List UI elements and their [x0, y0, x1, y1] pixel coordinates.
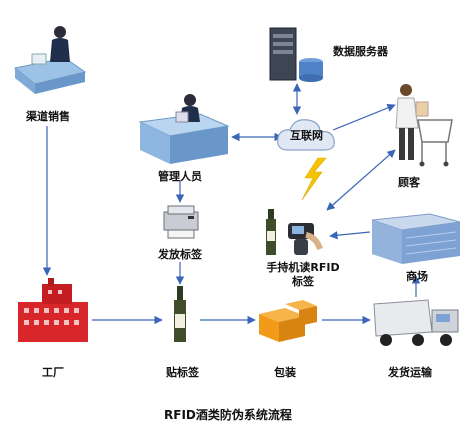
label-channel-sales: 渠道销售 — [26, 110, 70, 123]
label-internet: 互联网 — [290, 129, 323, 142]
label-customer: 顾客 — [398, 176, 420, 189]
label-handheld-line2: 标签 — [292, 275, 314, 288]
label-data-server: 数据服务器 — [333, 45, 388, 58]
sales-desk-icon — [13, 26, 87, 94]
arrow-handheld-customer — [326, 149, 396, 211]
label-factory: 工厂 — [42, 366, 64, 379]
bottle-icon — [174, 286, 186, 342]
label-handheld-line1: 手持机读RFID — [266, 261, 340, 274]
cloud-icon — [277, 119, 335, 151]
arrow-internet-customer — [332, 103, 396, 131]
label-store: 商场 — [406, 270, 428, 283]
store-building-icon — [371, 213, 461, 264]
label-issue-label: 发放标签 — [158, 248, 202, 261]
lightning-icon — [301, 157, 327, 201]
handheld-reader-icon — [266, 209, 323, 255]
label-attach-label: 贴标签 — [166, 366, 199, 379]
label-handheld: 手持机读RFID 标签 — [262, 261, 344, 289]
factory-icon — [18, 278, 88, 342]
diagram-title: RFID酒类防伪系统流程 — [164, 408, 292, 422]
label-packaging: 包装 — [274, 366, 296, 379]
printer-icon — [163, 205, 199, 239]
arrow-store-handheld — [329, 231, 371, 240]
server-icon — [269, 27, 323, 82]
truck-icon — [373, 299, 459, 346]
label-manager: 管理人员 — [158, 170, 202, 183]
manager-desk-icon — [138, 94, 230, 164]
customer-icon — [395, 84, 453, 167]
boxes-icon — [259, 300, 317, 342]
label-shipping: 发货运输 — [388, 366, 432, 379]
